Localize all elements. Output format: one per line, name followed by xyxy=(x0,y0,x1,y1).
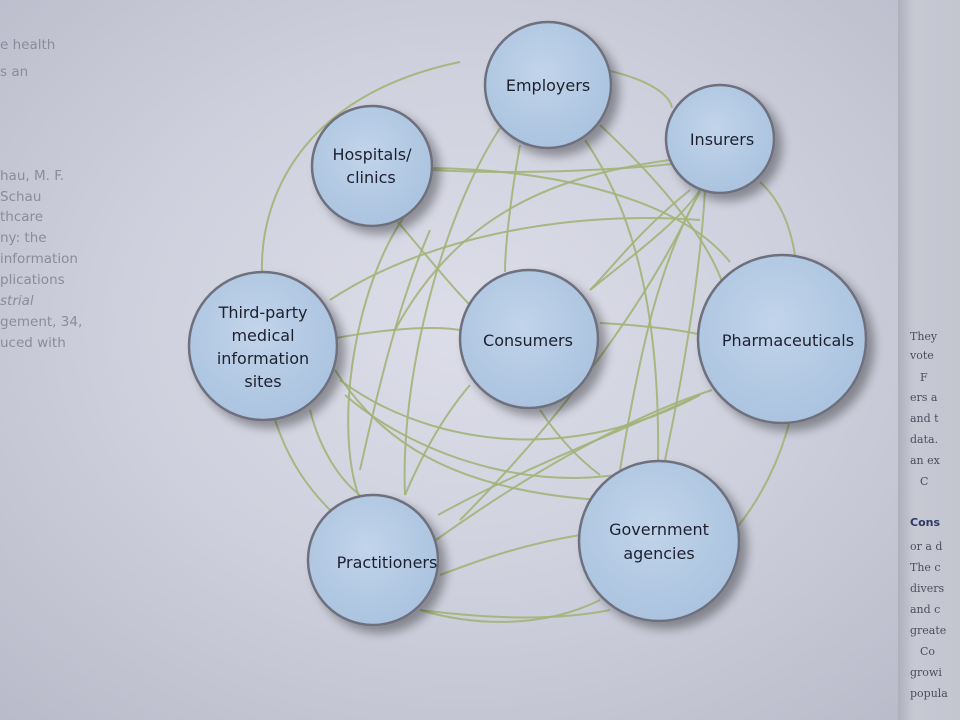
right-text-line: vote xyxy=(910,349,934,362)
right-text-line: greate xyxy=(910,624,947,637)
node-practitioners: Practitioners xyxy=(306,493,440,627)
node-consumers: Consumers xyxy=(458,268,600,410)
connection-line xyxy=(335,327,461,339)
margin-line: hau, M. F. xyxy=(0,168,65,184)
right-text-line: F xyxy=(920,371,928,384)
margin-line: plications xyxy=(0,272,65,288)
connection-line xyxy=(403,127,501,496)
node-label: Hospitals/ xyxy=(332,145,412,164)
connection-line xyxy=(734,419,791,531)
margin-line: s an xyxy=(0,64,29,80)
connection-line xyxy=(260,61,461,273)
right-text-line: data. xyxy=(910,433,939,446)
connection-line xyxy=(419,599,601,623)
connection-line xyxy=(589,189,691,291)
connection-line xyxy=(435,389,713,541)
node-circle xyxy=(483,20,613,150)
right-text-line: and t xyxy=(910,412,939,425)
node-circle xyxy=(310,104,434,228)
node-label: Practitioners xyxy=(337,553,438,572)
right-text-line: They xyxy=(910,330,938,343)
right-text-line: The c xyxy=(910,561,941,574)
node-label: information xyxy=(217,349,309,368)
margin-line: Schau xyxy=(0,189,42,205)
node-circle xyxy=(664,83,776,195)
connection-line xyxy=(419,609,611,619)
node-pharmaceuticals: Pharmaceuticals xyxy=(696,253,868,425)
node-circle xyxy=(306,493,440,627)
right-page-text: They vote F ers a and t data. an ex C Co… xyxy=(898,0,960,720)
node-circle xyxy=(458,268,600,410)
margin-line: uced with xyxy=(0,335,66,351)
margin-line: information xyxy=(0,251,78,267)
margin-line: strial xyxy=(0,293,34,309)
margin-line: thcare xyxy=(0,209,44,225)
connection-line xyxy=(437,394,701,516)
connection-line xyxy=(394,159,671,331)
node-label: Pharmaceuticals xyxy=(722,331,854,350)
right-text-line: an ex xyxy=(910,454,940,467)
node-circle xyxy=(696,253,868,425)
node-hospitals: Hospitals/ clinics xyxy=(310,104,434,228)
connection-line xyxy=(344,394,661,479)
right-text-line: Co xyxy=(920,645,936,658)
connection-line xyxy=(397,221,471,306)
node-employers: Employers xyxy=(483,20,613,150)
node-circle xyxy=(187,270,339,422)
node-label: medical xyxy=(231,326,294,345)
connection-line xyxy=(605,69,673,109)
right-text-line: popula xyxy=(910,687,948,700)
margin-line: gement, 34, xyxy=(0,314,83,330)
node-circle xyxy=(577,459,741,623)
connection-lines xyxy=(260,61,796,623)
connection-line xyxy=(504,144,521,273)
connection-line xyxy=(429,167,731,263)
node-label: sites xyxy=(244,372,281,391)
connection-line xyxy=(404,384,471,496)
connection-line xyxy=(329,217,701,301)
right-text-line: growi xyxy=(910,666,942,679)
node-label: Government xyxy=(609,520,709,539)
margin-line: ny: the xyxy=(0,230,47,246)
connection-line xyxy=(589,189,701,291)
node-label: agencies xyxy=(623,544,694,563)
connection-line xyxy=(334,369,601,501)
connection-line xyxy=(759,181,796,256)
node-label: clinics xyxy=(346,168,395,187)
connection-line xyxy=(599,322,699,335)
right-text-line: ers a xyxy=(910,391,938,404)
node-government: Government agencies xyxy=(577,459,741,623)
node-third-party: Third-party medical information sites xyxy=(187,270,339,422)
connection-line xyxy=(309,409,361,496)
node-label: Insurers xyxy=(690,130,754,149)
right-text-line: or a d xyxy=(910,540,943,553)
connection-line xyxy=(274,419,331,511)
margin-line: e health xyxy=(0,37,56,53)
right-section-heading: Cons xyxy=(910,516,941,529)
connection-line xyxy=(439,534,581,576)
node-label: Third-party xyxy=(218,303,308,322)
connection-line xyxy=(539,409,601,476)
connection-line xyxy=(359,229,431,471)
left-margin-text: e health s an hau, M. F. Schau thcare ny… xyxy=(0,0,100,720)
connection-line xyxy=(347,199,419,501)
node-label: Employers xyxy=(506,76,590,95)
right-text-line: and c xyxy=(910,603,941,616)
right-text-line: C xyxy=(920,475,929,488)
right-text-line: divers xyxy=(910,582,945,595)
node-label: Consumers xyxy=(483,331,573,350)
node-insurers: Insurers xyxy=(664,83,776,195)
